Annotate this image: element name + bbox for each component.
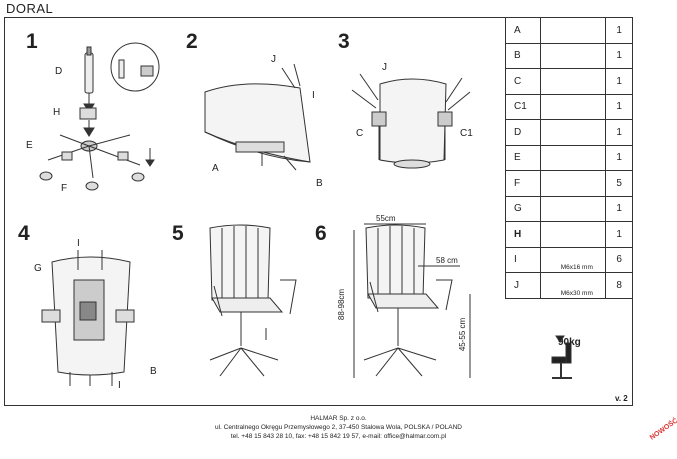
- part-spec: M6x30 mm: [560, 289, 593, 297]
- step1-base-drawing: [39, 42, 160, 191]
- part-spec: M6x16 mm: [560, 264, 593, 271]
- dimension-depth: 58 cm: [436, 256, 458, 265]
- part-letter: G: [505, 195, 541, 222]
- part-qty: 1: [605, 195, 633, 222]
- part-qty: 1: [605, 144, 633, 171]
- part-letter: J: [505, 272, 541, 299]
- part-qty: 1: [605, 119, 633, 146]
- step-number-2: 2: [186, 30, 198, 53]
- callout-i-step4-top: I: [77, 238, 80, 249]
- step3-backrest-drawing: [351, 73, 471, 169]
- step4-mechanism-drawing: [41, 250, 135, 386]
- footer-company: HALMAR Sp. z o.o.: [310, 415, 367, 422]
- footer-contact: tel. +48 15 843 28 10, fax: +48 15 842 1…: [230, 433, 447, 440]
- product-title: DORAL: [6, 1, 54, 16]
- part-qty: 1: [605, 17, 633, 44]
- callout-g: G: [34, 263, 42, 274]
- callout-j-step3: J: [382, 62, 387, 73]
- part-letter: D: [505, 119, 541, 146]
- callout-i: I: [312, 90, 315, 101]
- part-picture: [539, 170, 607, 197]
- step2-seat-drawing: [204, 63, 311, 171]
- load-chair-pictogram: [551, 335, 572, 379]
- part-letter: I: [505, 246, 541, 273]
- part-letter: A: [505, 17, 541, 44]
- callout-b: B: [316, 178, 323, 189]
- part-qty: 5: [605, 170, 633, 197]
- part-qty: 1: [605, 221, 633, 248]
- part-picture: [539, 68, 607, 95]
- max-load-label: 90kg: [558, 337, 581, 348]
- part-picture: [539, 144, 607, 171]
- callout-a: A: [212, 163, 219, 174]
- dimension-seat-height: 45-55 cm: [458, 317, 468, 352]
- part-qty: 1: [605, 93, 633, 120]
- parts-row-i: I M6x16 mm 6: [505, 246, 633, 273]
- part-letter: B: [505, 42, 541, 69]
- part-picture: [539, 221, 607, 248]
- part-picture: [539, 195, 607, 222]
- step5-chair-drawing: [209, 224, 297, 377]
- callout-c1: C1: [460, 128, 473, 139]
- part-qty: 6: [605, 246, 633, 273]
- step-number-6: 6: [315, 222, 327, 245]
- step-number-4: 4: [18, 222, 30, 245]
- part-picture: [539, 119, 607, 146]
- callout-c: C: [356, 128, 364, 139]
- step-number-5: 5: [172, 222, 184, 245]
- callout-e: E: [26, 140, 33, 151]
- dimension-width: 55cm: [376, 214, 396, 223]
- part-letter: H: [505, 221, 541, 248]
- parts-row-j: J M6x30 mm 8: [505, 272, 633, 299]
- part-picture: [539, 93, 607, 120]
- part-picture: M6x30 mm: [539, 272, 607, 299]
- callout-j: J: [271, 54, 276, 65]
- callout-i-step4-bottom: I: [118, 380, 121, 391]
- part-picture: [539, 17, 607, 44]
- callout-d: D: [55, 66, 63, 77]
- part-qty: 1: [605, 68, 633, 95]
- instruction-frame: [4, 17, 633, 406]
- part-picture: [539, 42, 607, 69]
- callout-h: H: [53, 107, 61, 118]
- callout-f: F: [61, 183, 68, 194]
- part-letter: E: [505, 144, 541, 171]
- version-label: v. 2: [615, 394, 628, 403]
- part-letter: C: [505, 68, 541, 95]
- step6-chair-drawing: [353, 223, 471, 378]
- step-number-3: 3: [338, 30, 350, 53]
- step-number-1: 1: [26, 30, 38, 53]
- dimension-height: 88-98cm: [337, 288, 347, 321]
- part-qty: 1: [605, 42, 633, 69]
- part-qty: 8: [605, 272, 633, 299]
- parts-row-c1: C1 1: [505, 93, 633, 120]
- callout-b-step4: B: [150, 366, 157, 377]
- part-letter: C1: [505, 93, 541, 120]
- part-letter: F: [505, 170, 541, 197]
- footer-address: ul. Centralnego Okręgu Przemysłowego 2, …: [214, 424, 462, 431]
- part-picture: M6x16 mm: [539, 246, 607, 273]
